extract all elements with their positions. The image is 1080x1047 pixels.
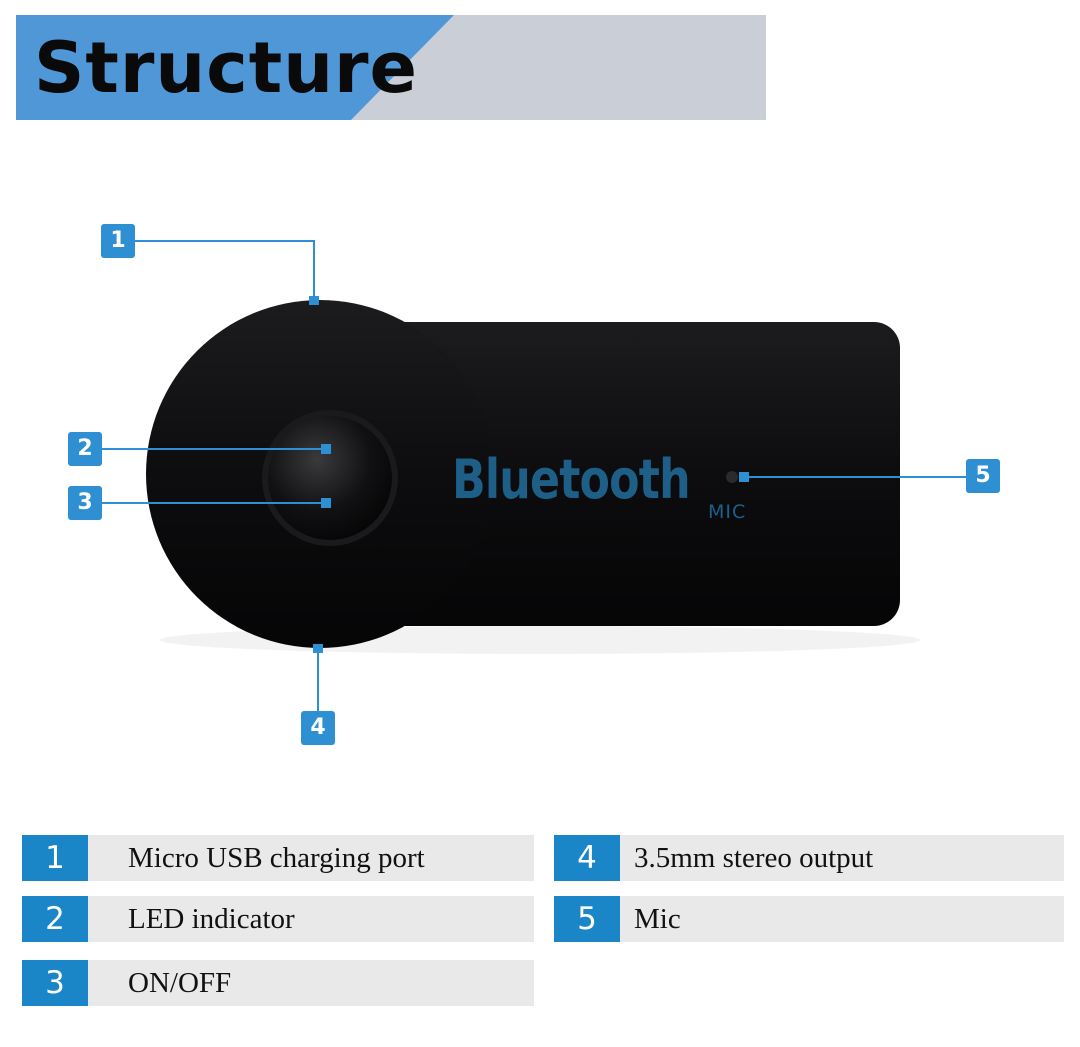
callout-3: 3 (68, 486, 102, 520)
legend-number: 5 (554, 896, 620, 942)
marker-3 (321, 498, 331, 508)
device-brand-text: Bluetooth (452, 448, 691, 511)
mic-label: MIC (708, 501, 747, 523)
legend-number: 1 (22, 835, 88, 881)
header-blue-panel (16, 15, 454, 120)
marker-5 (739, 472, 749, 482)
device-body (380, 322, 900, 626)
legend-item-1: 1 Micro USB charging port (22, 835, 534, 881)
marker-1 (309, 296, 319, 305)
mic-hole (726, 471, 738, 483)
callout-5: 5 (966, 459, 1000, 493)
legend-number: 2 (22, 896, 88, 942)
on-off-button (268, 416, 392, 540)
legend-label: Micro USB charging port (128, 842, 425, 874)
legend-item-2: 2 LED indicator (22, 896, 534, 942)
legend-number: 3 (22, 960, 88, 1006)
legend-item-3: 3 ON/OFF (22, 960, 534, 1006)
legend-item-4: 4 3.5mm stereo output (554, 835, 1064, 881)
marker-4 (313, 644, 323, 653)
device-diagram (102, 240, 966, 711)
legend-item-5: 5 Mic (554, 896, 1064, 942)
legend-number: 4 (554, 835, 620, 881)
marker-2 (321, 444, 331, 454)
legend-label: ON/OFF (128, 967, 232, 999)
legend-label: Mic (634, 903, 681, 935)
header-background (16, 15, 766, 120)
page-title: Structure (34, 27, 419, 109)
leader-line-1 (135, 240, 315, 298)
callout-1: 1 (101, 224, 135, 258)
leader-lines (102, 240, 966, 711)
legend-label: LED indicator (128, 903, 295, 935)
callout-4: 4 (301, 711, 335, 745)
callout-2: 2 (68, 432, 102, 466)
leader-markers (309, 296, 749, 653)
legend-label: 3.5mm stereo output (634, 842, 874, 874)
header-banner: Structure (16, 15, 766, 120)
